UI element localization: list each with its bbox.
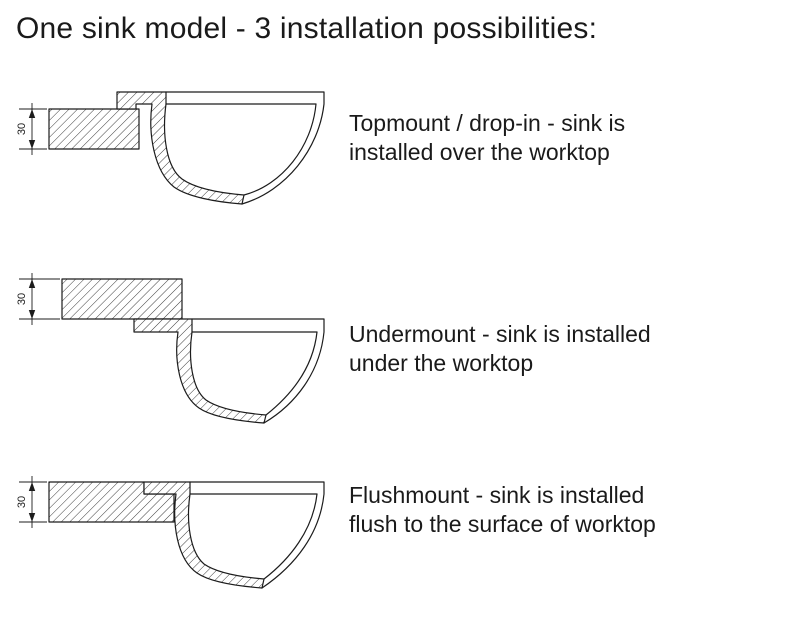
undermount-diagram: 30 — [14, 264, 349, 439]
undermount-drawing: 30 — [16, 273, 325, 424]
dimension-arrow-down — [28, 310, 36, 319]
page-title: One sink model - 3 installation possibil… — [16, 12, 598, 45]
worktop-cross-section — [61, 278, 183, 320]
row-flushmount: 30 Flushmount - sink is installed flush … — [14, 467, 800, 612]
worktop-cross-section — [48, 108, 140, 150]
topmount-drawing: 30 — [16, 91, 325, 205]
dimension-arrow-up — [28, 279, 36, 288]
row-topmount: 30 Topmount / drop-in - sink is installe… — [14, 79, 800, 219]
sink-bowl-outline — [165, 91, 325, 205]
undermount-label: Undermount - sink is installed under the… — [349, 321, 651, 376]
dimension-label: 30 — [16, 496, 28, 508]
flushmount-diagram: 30 — [14, 467, 349, 612]
dimension-label: 30 — [16, 123, 28, 135]
dimension-arrow-up — [28, 109, 36, 118]
flushmount-label: Flushmount - sink is installed flush to … — [349, 482, 656, 537]
dimension-arrow-up — [28, 482, 36, 491]
thickness-dimension: 30 — [16, 103, 47, 155]
dimension-label: 30 — [16, 293, 28, 305]
topmount-label: Topmount / drop-in - sink is installed o… — [349, 110, 626, 165]
dimension-arrow-down — [28, 140, 36, 149]
flushmount-drawing: 30 — [16, 476, 325, 589]
sink-bowl-outline — [189, 481, 325, 589]
thickness-dimension: 30 — [16, 273, 60, 325]
thickness-dimension: 30 — [16, 476, 47, 528]
dimension-arrow-down — [28, 513, 36, 522]
row-undermount: 30 Undermount - sink is installed under … — [14, 264, 800, 439]
sink-cross-section — [133, 318, 267, 424]
topmount-diagram: 30 — [14, 79, 349, 219]
sink-bowl-outline — [191, 318, 325, 424]
